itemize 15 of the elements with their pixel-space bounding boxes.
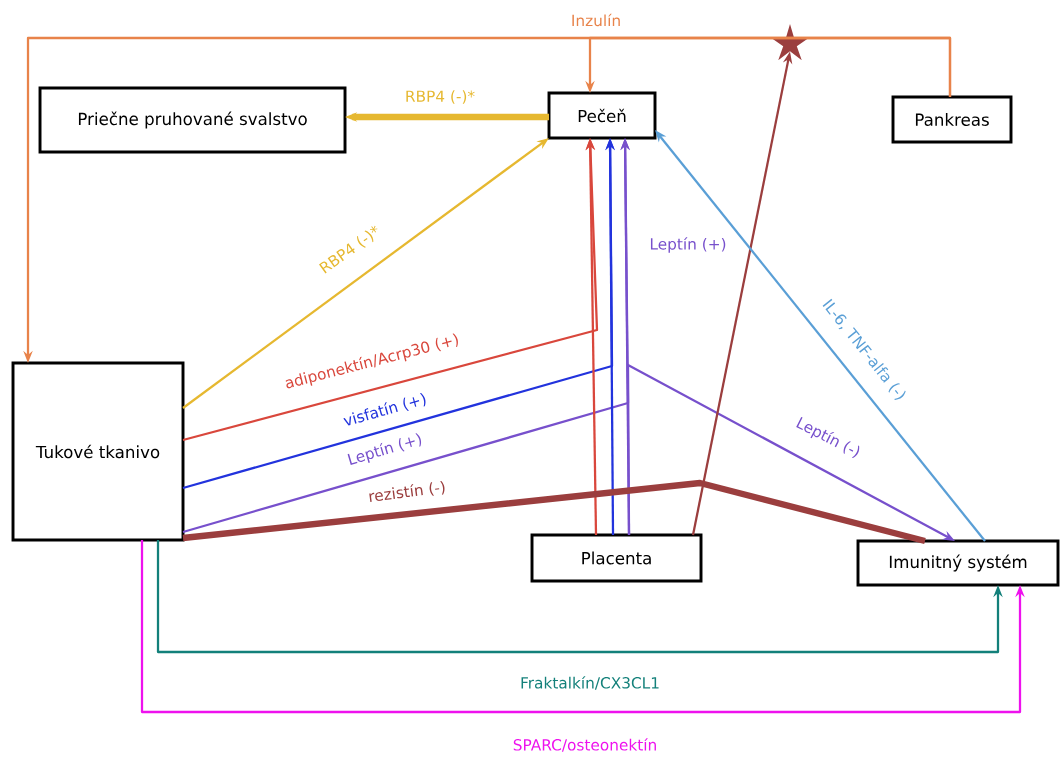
edge-label: Inzulín — [568, 11, 624, 29]
edge-label: RBP4 (-)* — [402, 88, 478, 106]
organ-box: Imunitný systém — [856, 539, 1060, 587]
organ-box: Placenta — [530, 533, 703, 583]
edge-label: Leptín (+) — [343, 429, 427, 471]
organ-box: Pankreas — [891, 95, 1013, 144]
star-symbol — [771, 24, 809, 61]
organ-box: Pečeň — [547, 91, 657, 140]
organ-box: Priečne pruhované svalstvo — [38, 86, 347, 154]
edge-label: Fraktalkín/CX3CL1 — [518, 674, 662, 692]
edge-label: Leptín (+) — [647, 235, 729, 255]
edge-label: SPARC/osteonektín — [510, 736, 660, 754]
edge-label: rezistín (-) — [365, 477, 449, 507]
organ-box: Tukové tkanivo — [11, 361, 185, 542]
edge-label: visfatín (+) — [339, 389, 431, 431]
